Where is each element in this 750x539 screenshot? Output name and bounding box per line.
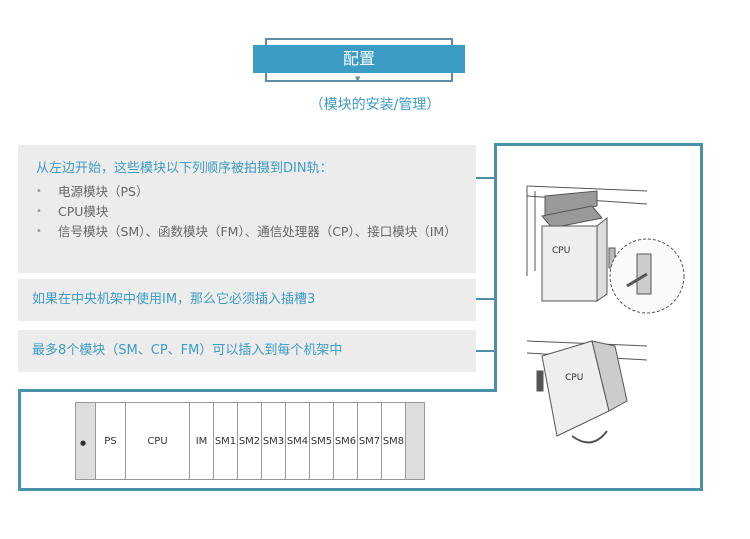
slot-cpu: CPU (126, 403, 190, 479)
rack-end-right (406, 403, 424, 479)
slot-sm7: SM7 (358, 403, 382, 479)
cpu-label-top: CPU (552, 246, 570, 256)
module-order-list: 电源模块（PS） CPU模块 信号模块（SM）、函数模块（FM）、通信处理器（C… (36, 182, 476, 242)
connector-line (476, 298, 496, 300)
installation-illustration: CPU CPU (494, 143, 703, 491)
rack-end-left: ● (76, 403, 96, 479)
module-order-heading: 从左边开始，这些模块以下列顺序被拍摄到DIN轨： (36, 161, 333, 176)
slot-sm2: SM2 (238, 403, 262, 479)
list-item: CPU模块 (36, 202, 476, 222)
slot-sm4: SM4 (286, 403, 310, 479)
page-subtitle: （模块的安装/管理） (309, 97, 441, 113)
connector-line (476, 177, 496, 179)
down-arrow-icon: ▼ (355, 75, 361, 83)
list-item: 电源模块（PS） (36, 182, 476, 202)
rack-diagram: ● PS CPU IM SM1 SM2 SM3 SM4 SM5 SM6 SM7 … (75, 402, 425, 480)
slot-sm3: SM3 (262, 403, 286, 479)
slot-sm8: SM8 (382, 403, 406, 479)
list-item: 信号模块（SM）、函数模块（FM）、通信处理器（CP）、接口模块（IM） (36, 222, 457, 242)
im-rule-panel: 如果在中央机架中使用IM，那么它必须插入插槽3 (18, 279, 476, 321)
slot-ps: PS (96, 403, 126, 479)
cpu-label-bottom: CPU (565, 373, 583, 383)
slot-sm6: SM6 (334, 403, 358, 479)
page-title: 配置 (253, 45, 465, 73)
connector-line (476, 350, 496, 352)
slot-im: IM (190, 403, 214, 479)
slot-sm1: SM1 (214, 403, 238, 479)
module-order-panel: 从左边开始，这些模块以下列顺序被拍摄到DIN轨： 电源模块（PS） CPU模块 … (18, 145, 476, 273)
slot-sm5: SM5 (310, 403, 334, 479)
max-modules-panel: 最多8个模块（SM、CP、FM）可以插入到每个机架中 (18, 330, 476, 372)
